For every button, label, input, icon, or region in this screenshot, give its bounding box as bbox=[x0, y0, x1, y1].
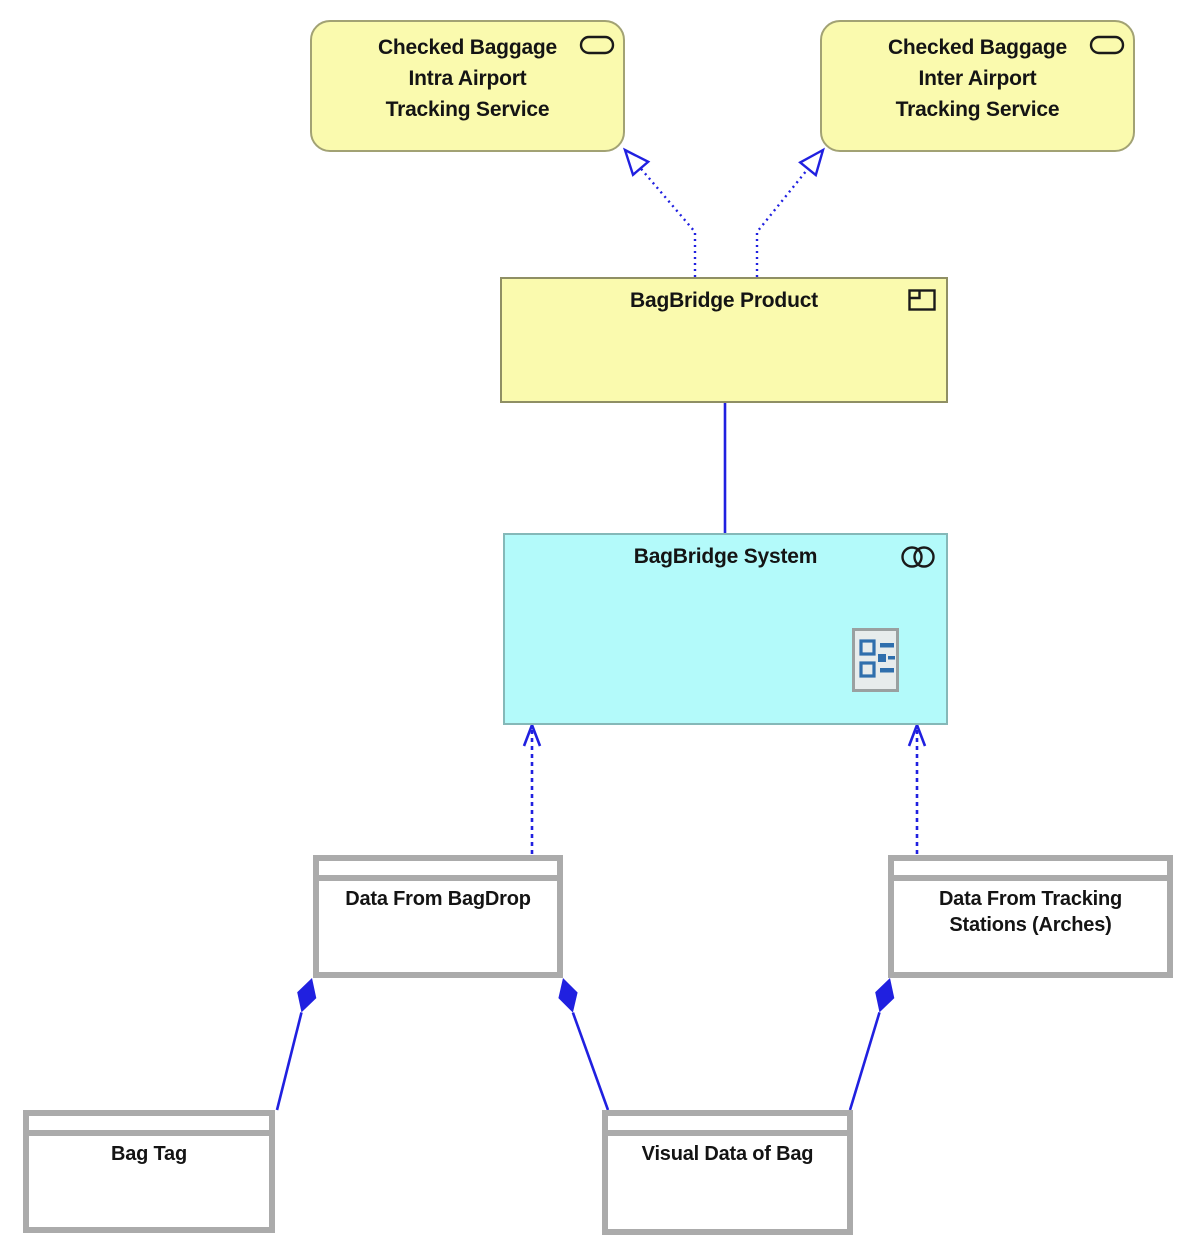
filled-diamond bbox=[875, 978, 895, 1013]
data-bagdrop-label: Data From BagDrop bbox=[345, 888, 531, 910]
edge-composition-bagtag[interactable] bbox=[275, 978, 317, 1111]
filled-diamond bbox=[297, 978, 317, 1013]
data-object-header-band bbox=[29, 1116, 269, 1136]
product-icon bbox=[908, 289, 936, 311]
nested-elements-icon[interactable] bbox=[852, 628, 899, 692]
node-service-intra-airport[interactable]: Checked Baggage Intra Airport Tracking S… bbox=[310, 20, 625, 152]
open-triangle-arrowhead bbox=[622, 147, 651, 177]
edge-composition-visual-tracking[interactable] bbox=[848, 978, 895, 1111]
visual-data-label: Visual Data of Bag bbox=[641, 1143, 814, 1165]
node-bag-tag[interactable]: Bag Tag bbox=[23, 1110, 275, 1233]
node-service-inter-airport[interactable]: Checked Baggage Inter Airport Tracking S… bbox=[820, 20, 1135, 152]
system-label: BagBridge System bbox=[633, 545, 818, 568]
node-bagbridge-system[interactable]: BagBridge System bbox=[503, 533, 948, 725]
open-triangle-arrowhead bbox=[798, 147, 825, 178]
data-object-header-band bbox=[608, 1116, 847, 1136]
open-v-arrowhead bbox=[522, 721, 542, 747]
node-bagbridge-product[interactable]: BagBridge Product bbox=[500, 277, 948, 403]
service-intra-label: Checked Baggage Intra Airport Tracking S… bbox=[377, 36, 558, 121]
edge-composition-visual-bagdrop[interactable] bbox=[558, 978, 610, 1111]
data-object-header-band bbox=[319, 861, 557, 881]
node-data-from-tracking-stations[interactable]: Data From Tracking Stations (Arches) bbox=[888, 855, 1173, 978]
filled-diamond bbox=[558, 978, 578, 1013]
service-icon bbox=[1089, 35, 1125, 55]
service-inter-label: Checked Baggage Inter Airport Tracking S… bbox=[887, 36, 1068, 121]
edge-access-tracking[interactable] bbox=[907, 721, 927, 854]
node-data-from-bagdrop[interactable]: Data From BagDrop bbox=[313, 855, 563, 978]
bag-tag-label: Bag Tag bbox=[110, 1143, 187, 1165]
product-label: BagBridge Product bbox=[630, 289, 818, 312]
edge-realization-intra[interactable] bbox=[622, 147, 697, 277]
edge-realization-inter[interactable] bbox=[755, 147, 825, 277]
edge-access-bagdrop[interactable] bbox=[522, 721, 542, 854]
service-icon bbox=[579, 35, 615, 55]
data-tracking-label: Data From Tracking Stations (Arches) bbox=[938, 888, 1123, 936]
open-v-arrowhead bbox=[907, 721, 927, 747]
node-visual-data-of-bag[interactable]: Visual Data of Bag bbox=[602, 1110, 853, 1235]
data-object-header-band bbox=[894, 861, 1167, 881]
collaboration-icon bbox=[901, 546, 935, 568]
